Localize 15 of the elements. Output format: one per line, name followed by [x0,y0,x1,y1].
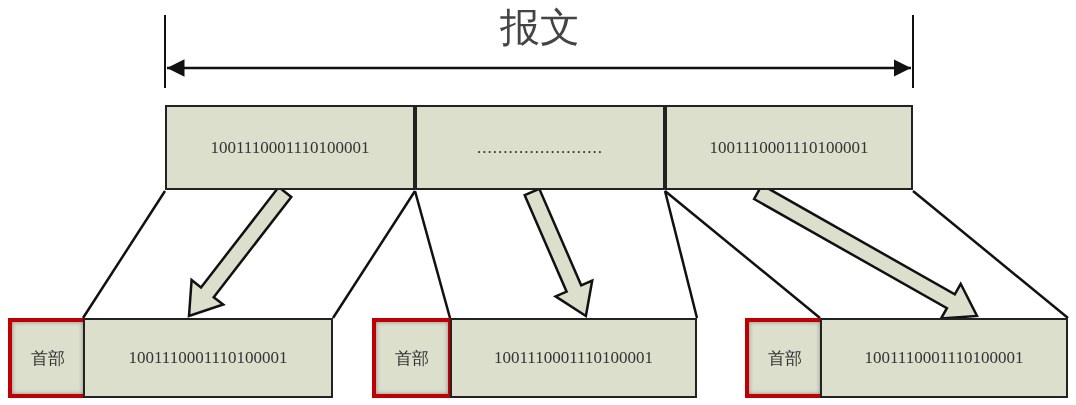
data-box: 1001110001110100001 [450,318,697,398]
connector-line [664,190,821,319]
title: 报文 [499,3,581,52]
connector-line [413,190,452,319]
message-segment: ........................ [415,105,665,190]
message-segment: 1001110001110100001 [165,105,415,190]
connector-line [81,190,167,319]
data-box: 1001110001110100001 [820,318,1068,398]
connector-line [912,190,1069,319]
message-segment: 1001110001110100001 [665,105,913,190]
connector-line [331,190,417,319]
arrow [523,187,594,319]
header-box: 首部 [372,318,452,398]
data-box: 1001110001110100001 [83,318,333,398]
connector-line [663,190,699,319]
